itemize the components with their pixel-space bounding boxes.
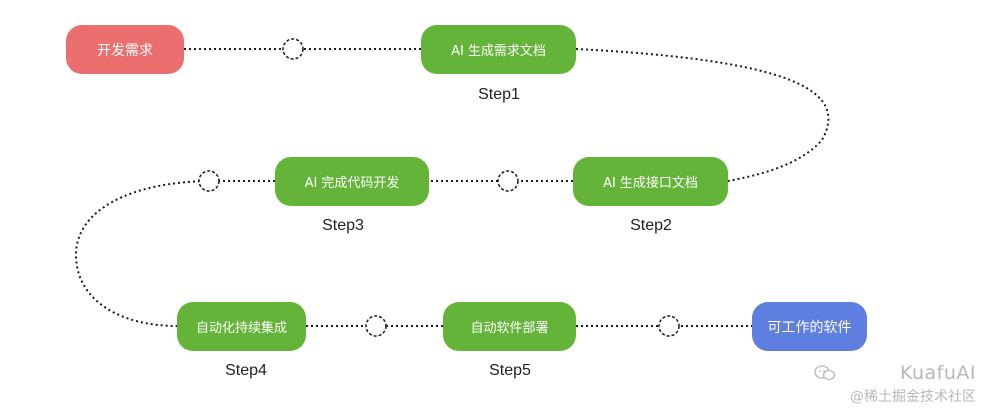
- step-label-3: Step3: [322, 217, 364, 234]
- node-step1: AI 生成需求文档: [421, 25, 576, 74]
- watermark-brand: KuafuAI: [899, 362, 976, 384]
- connector-node-1: [282, 38, 304, 60]
- node-step4: 自动化持续集成: [177, 302, 306, 351]
- node-step3: AI 完成代码开发: [275, 157, 429, 206]
- node-start: 开发需求: [66, 25, 184, 74]
- connector-node-2: [497, 170, 519, 192]
- node-end: 可工作的软件: [752, 302, 867, 351]
- connector-node-3: [198, 170, 220, 192]
- node-step2: AI 生成接口文档: [573, 157, 728, 206]
- connector-step1-step2: [575, 48, 830, 182]
- step-label-1: Step1: [478, 86, 520, 103]
- step-label-4: Step4: [225, 362, 267, 379]
- wechat-icon: [814, 365, 836, 381]
- watermark: KuafuAI @稀土掘金技术社区: [806, 362, 976, 408]
- connector-node-4: [365, 315, 387, 337]
- watermark-site: @稀土掘金技术社区: [850, 389, 976, 405]
- connector-node-5: [658, 315, 680, 337]
- step-label-5: Step5: [489, 362, 531, 379]
- step-label-2: Step2: [630, 217, 672, 234]
- node-step5: 自动软件部署: [443, 302, 576, 351]
